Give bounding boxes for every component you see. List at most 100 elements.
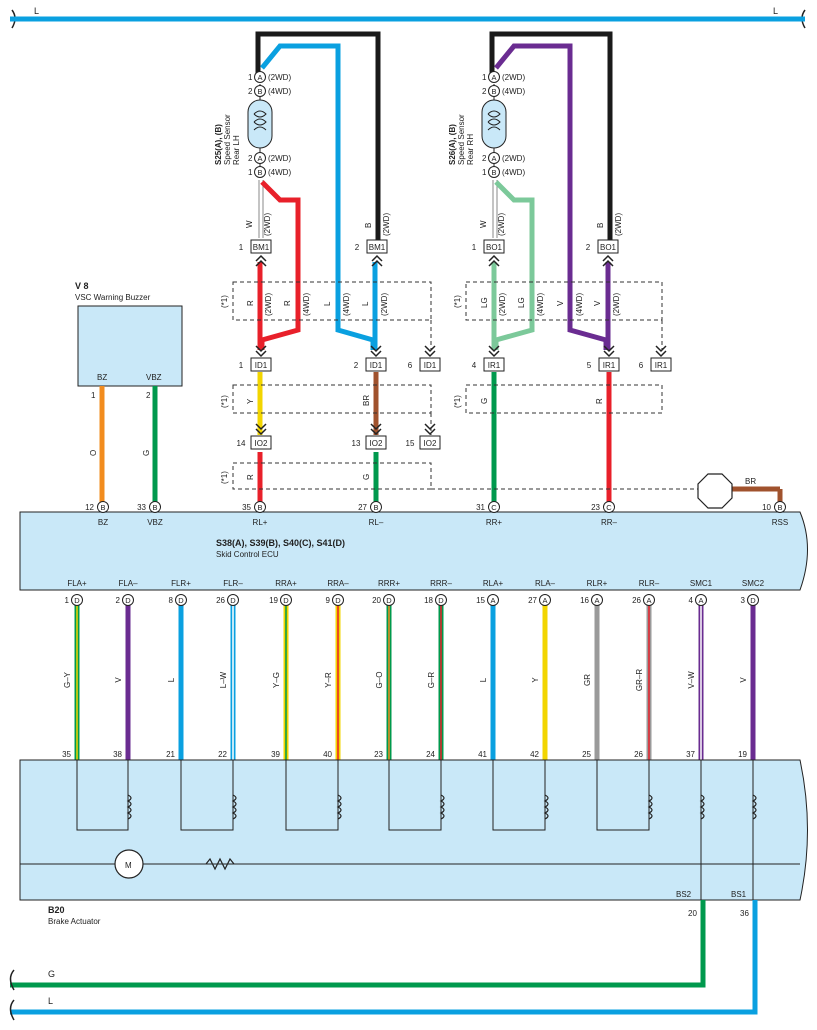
ecu-top-num-1: 33 [137, 503, 146, 512]
ecu-bottom-num-10: 16 [580, 596, 589, 605]
brake-actuator: M B20 Brake Actuator BS2 BS1 20 36 [19, 759, 808, 926]
connector-ir1_6-num: 6 [639, 361, 644, 370]
ecu-bottom-pin-13-letter: D [750, 596, 756, 605]
sensor_rh-bot-pin-1: B [488, 166, 500, 178]
connector-ir1_5-num: 5 [587, 361, 592, 370]
connector-ir1_5-name: IR1 [603, 361, 616, 370]
ecu-bottom-wire-4: Y–G [272, 672, 281, 688]
rh-b-label: B [596, 223, 605, 228]
g1-label: G [480, 398, 489, 404]
ecu-bottom-pin-8: A [487, 594, 499, 606]
rh-lg-label: LG [480, 297, 489, 308]
connector-io2_13-name: IO2 [370, 439, 383, 448]
connector-id1_6-num: 6 [408, 361, 413, 370]
ecu-bottom-wire-6: G–O [375, 672, 384, 689]
ecu-bottom-pin-7: D [435, 594, 447, 606]
lh-l2-label: L [361, 301, 370, 306]
actuator-num-12: 37 [686, 750, 695, 759]
ecu-bottom-pin-10-letter: A [594, 596, 599, 605]
actuator-num-13: 19 [738, 750, 747, 759]
top-bus-label-left: L [34, 6, 39, 16]
ecu-bottom-wire-5: Y–R [324, 672, 333, 688]
ecu-top-num-3: 27 [358, 503, 367, 512]
ecu-bottom-label-5: RRA– [327, 579, 349, 588]
sensor_rh-top-pin-1-letter: B [491, 87, 496, 96]
sensor_lh-bot-num-1: 1 [248, 168, 253, 177]
actuator-num-10: 25 [582, 750, 591, 759]
sensor-rh-code: S26(A), (B) [448, 124, 457, 165]
coil-icon [543, 794, 549, 820]
ecu-bottom-num-0: 1 [65, 596, 70, 605]
ecu-top-pin-3: B [370, 501, 382, 513]
ecu-top-pin-1: B [149, 501, 161, 513]
ecu-top-label-0: BZ [98, 518, 108, 527]
ecu-top-label-5: RR– [601, 518, 618, 527]
ecu-bottom-pin-10: A [591, 594, 603, 606]
bottom-bus-l-label: L [48, 996, 53, 1006]
actuator-bs1-label: BS1 [731, 890, 747, 899]
ecu-bottom-pin-1-letter: D [125, 596, 131, 605]
ecu-top-pin-0: B [97, 501, 109, 513]
ecu-bottom-label-0: FLA+ [67, 579, 87, 588]
sensor_rh-bot-note-0: (2WD) [502, 154, 525, 163]
ecu-bottom-pin-8-letter: A [490, 596, 495, 605]
g2-label: G [362, 474, 371, 480]
ecu-bottom-pin-4-letter: D [283, 596, 289, 605]
ecu-bottom-wire-8: L [479, 677, 488, 682]
lh-l-label: L [323, 301, 332, 306]
ecu-bottom-wire-1: V [114, 677, 123, 683]
ecu-code: S38(A), S39(B), S40(C), S41(D) [216, 538, 345, 548]
ecu-top-num-4: 31 [476, 503, 485, 512]
coil-icon [126, 794, 132, 820]
bottom-buses: G L [9, 900, 758, 1021]
ecu-top-num-6: 10 [762, 503, 771, 512]
y-label: Y [246, 398, 255, 404]
lh-l-note: (4WD) [342, 293, 351, 316]
ecu-top-pin-4: C [488, 501, 500, 513]
buzzer-name: VSC Warning Buzzer [75, 293, 151, 302]
actuator-num-3: 22 [218, 750, 227, 759]
br-rss-label: BR [745, 477, 756, 486]
ecu-top-pin-1-letter: B [152, 503, 157, 512]
ecu-top-pin-4-letter: C [491, 503, 497, 512]
connector-id1_6-name: ID1 [424, 361, 437, 370]
actuator-code: B20 [48, 905, 65, 915]
ecu-bottom-num-3: 26 [216, 596, 225, 605]
bottom-bus-g-label: G [48, 969, 55, 979]
star-note-2: (*1) [453, 295, 462, 308]
actuator-num-8: 41 [478, 750, 487, 759]
sensor_rh-bot-pin-0: A [488, 152, 500, 164]
ecu-bottom-wire-2: L [167, 677, 176, 682]
ecu-bottom-pin-5-letter: D [335, 596, 341, 605]
wire-labels: W (2WD) B (2WD) R (2WD) R (4WD) L (4WD) … [89, 213, 756, 486]
solenoid-coil-5 [596, 760, 653, 831]
actuator-num-9: 42 [530, 750, 539, 759]
ecu-bottom-pin-5: D [332, 594, 344, 606]
ecu-bottom-pin-4: D [280, 594, 292, 606]
connector-id1_6: ID1 6 [408, 345, 441, 372]
connector-io2_15-chevron-icon [424, 423, 436, 436]
sensor_rh-bot-note-1: (4WD) [502, 168, 525, 177]
lh-r2-note: (4WD) [302, 293, 311, 316]
sensor_rh-top-pin-1: B [488, 85, 500, 97]
ecu-top-pin-2-letter: B [257, 503, 262, 512]
ecu-bottom-wire-11: GR–R [635, 669, 644, 691]
rh-v2-note: (2WD) [612, 293, 621, 316]
ecu-bottom-wire-10: GR [583, 674, 592, 686]
ecu-bottom-label-2: FLR+ [171, 579, 191, 588]
ecu-bottom-label-3: FLR– [223, 579, 243, 588]
ecu-top-num-5: 23 [591, 503, 600, 512]
connector-ir1_4-num: 4 [472, 361, 477, 370]
lh-w-note: (2WD) [263, 213, 272, 236]
sensor_lh-top-num-1: 2 [248, 87, 253, 96]
ecu-bottom-wire-0: G–Y [63, 671, 72, 688]
ecu-bottom-pin-12-letter: A [698, 596, 703, 605]
connector-bm1_1-num: 1 [239, 243, 244, 252]
connector-id1_2-chevron-icon [370, 345, 382, 358]
motor-icon [114, 849, 144, 879]
ecu-top-label-4: RR+ [486, 518, 503, 527]
